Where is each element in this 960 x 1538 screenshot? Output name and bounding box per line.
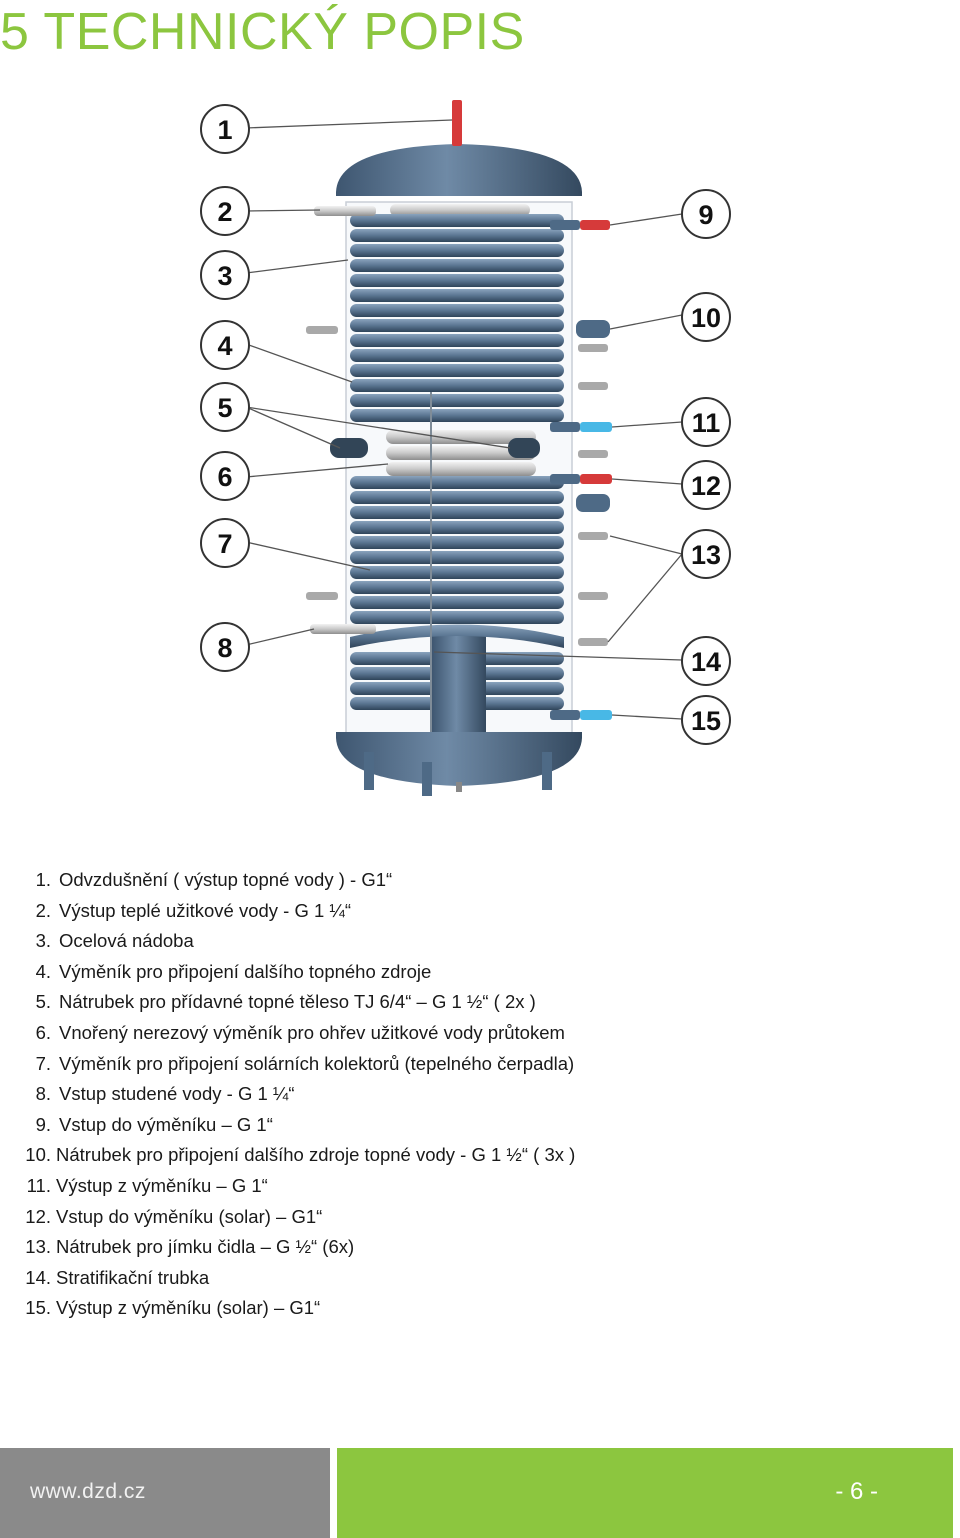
legend-text: Vstup studené vody - G 1 ¼“ [59,1083,295,1105]
legend-text: Vstup do výměníku – G 1“ [59,1113,273,1135]
legend-number: 14. [25,1266,51,1288]
callout-circles [200,104,731,745]
legend-text: Nátrubek pro připojení dalšího zdroje to… [56,1144,576,1166]
legend-item: 8. Vstup studené vody - G 1 ¼“ [18,1079,575,1110]
legend-item: 12.Vstup do výměníku (solar) – G1“ [18,1202,575,1233]
heater-socket-left [330,438,368,458]
page-title: 5 TECHNICKÝ POPIS [0,3,525,61]
legend-number: 5. [35,991,51,1013]
solar-inlet [580,474,612,484]
legend-text: Výstup z výměníku – G 1“ [56,1174,268,1196]
cold-water-inlet [310,624,376,634]
tank-bottom-dome [336,732,582,786]
legend-item: 5. Nátrubek pro přídavné topné těleso TJ … [18,987,575,1018]
legend-text: Výměník pro připojení dalšího topného zd… [59,960,432,982]
callout-3: 3 [217,261,232,291]
legend-item: 4. Výměník pro připojení dalšího topného … [18,957,575,988]
legend-text: Výstup teplé užitkové vody - G 1 ¼“ [59,899,352,921]
legend-item: 13.Nátrubek pro jímku čidla – G ½“ (6x) [18,1232,575,1263]
callout-9: 9 [698,200,713,230]
legend-item: 7. Výměník pro připojení solárních kolekt… [18,1049,575,1080]
legend-item: 14.Stratifikační trubka [18,1263,575,1294]
callout-14: 14 [691,647,721,677]
legend-item: 9. Vstup do výměníku – G 1“ [18,1110,575,1141]
legend-text: Ocelová nádoba [59,930,194,952]
callout-11: 11 [692,408,721,438]
legend-text: Nátrubek pro jímku čidla – G ½“ (6x) [56,1236,355,1258]
legend-item: 11.Výstup z výměníku – G 1“ [18,1171,575,1202]
legend-text: Odvzdušnění ( výstup topné vody ) - G1“ [59,869,393,890]
callout-4: 4 [217,331,232,361]
parts-legend: 1. Odvzdušnění ( výstup topné vody ) - G1… [18,865,575,1324]
legend-text: Stratifikační trubka [56,1266,210,1288]
legend-text: Výměník pro připojení solárních kolektor… [59,1052,575,1074]
legend-number: 2. [35,899,51,921]
legend-item: 6. Vnořený nerezový výměník pro ohřev uži… [18,1018,575,1049]
legend-item: 3. Ocelová nádoba [18,926,575,957]
exchanger-inlet [580,220,610,230]
callout-5: 5 [217,393,232,423]
footer-url-panel: www.dzd.cz [0,1448,330,1538]
legend-item: 15.Výstup z výměníku (solar) – G1“ [18,1293,575,1324]
legend-number: 15. [25,1297,51,1319]
page-footer: www.dzd.cz - 6 - [0,1448,960,1538]
exchanger-outlet [580,422,612,432]
legend-number: 13. [25,1236,51,1258]
callout-7: 7 [217,529,232,559]
stainless-coil [386,204,536,476]
footer-url[interactable]: www.dzd.cz [30,1480,146,1503]
footer-page-panel: - 6 - [337,1448,953,1538]
callout-13: 13 [691,540,721,570]
solar-outlet [580,710,612,720]
leader-lines [245,119,683,720]
central-column [432,632,486,742]
legend-text: Vstup do výměníku (solar) – G1“ [56,1205,323,1227]
legend-number: 10. [25,1144,51,1166]
upper-heat-exchanger [350,214,564,422]
legend-number: 12. [25,1205,51,1227]
page-number: - 6 - [835,1478,878,1505]
legend-item: 1. Odvzdušnění ( výstup topné vody ) - G1… [18,865,575,896]
legend-number: 11. [26,1174,51,1196]
callout-2: 2 [217,197,232,227]
legend-number: 4. [35,960,51,982]
legend-text: Výstup z výměníku (solar) – G1“ [56,1297,321,1319]
callout-1: 1 [217,115,232,145]
legend-text: Nátrubek pro přídavné topné těleso TJ 6/… [59,991,536,1013]
legend-number: 6. [35,1021,51,1043]
legend-number: 1. [35,869,51,890]
legend-item: 2. Výstup teplé užitkové vody - G 1 ¼“ [18,896,575,927]
heater-socket-right [508,438,540,458]
tank-top-dome [336,144,582,196]
callout-15: 15 [691,706,721,736]
tank-diagram: 1 2 3 4 5 6 7 8 9 10 11 12 13 14 15 [190,92,750,802]
legend-number: 9. [35,1113,51,1135]
callout-6: 6 [217,462,232,492]
callout-12: 12 [691,471,721,501]
vent-pipe [452,100,462,146]
legend-text: Vnořený nerezový výměník pro ohřev užitk… [59,1021,565,1043]
callout-8: 8 [217,633,232,663]
legend-item: 10.Nátrubek pro připojení dalšího zdroje… [18,1140,575,1171]
hot-water-outlet [314,206,376,216]
legend-number: 3. [35,930,51,952]
legend-number: 7. [35,1052,51,1074]
legend-number: 8. [35,1083,51,1105]
callout-10: 10 [691,303,721,333]
